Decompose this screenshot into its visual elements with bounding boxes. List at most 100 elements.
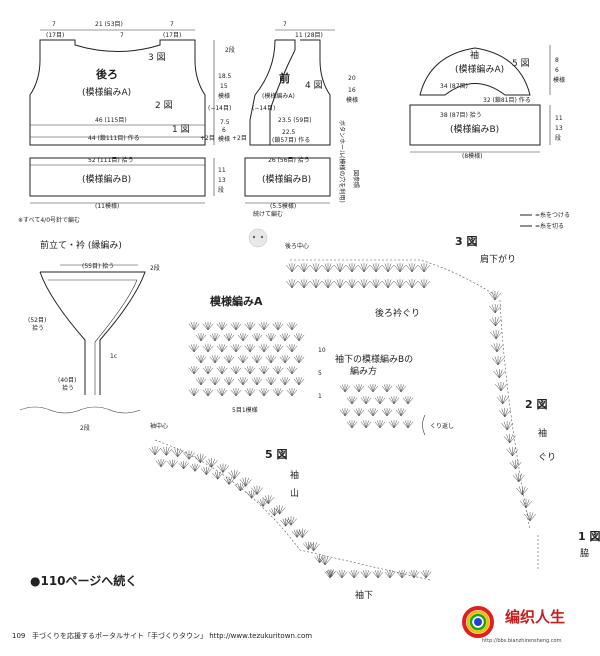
pattern-b-fan-icon — [346, 420, 358, 429]
placket-bottom-sub: 拾う — [62, 384, 74, 392]
sleeve-top: 34 (87目) — [440, 83, 468, 90]
front-pattern-a: (模様編みA) — [262, 92, 295, 100]
pattern-a-fan-icon — [237, 333, 249, 342]
pattern-b-chart: 袖下の模様編みBの 編み方 くり返し — [335, 353, 454, 436]
fig3-fan-icon — [310, 263, 322, 273]
pattern-b-fan-icon — [374, 420, 386, 429]
back-neck-width: 21 (53目) — [95, 21, 123, 28]
fig2-fan-icon — [501, 421, 514, 431]
pattern-a-fan-icon — [265, 333, 277, 342]
pattern-a-fan-icon — [216, 366, 228, 375]
fig2-fan-icon — [520, 499, 532, 509]
fig5-stitches — [149, 446, 432, 579]
pattern-b-fan-icon — [395, 384, 407, 393]
pattern-a-fan-icon — [216, 322, 228, 331]
pattern-a-fan-icon — [293, 377, 305, 386]
fig3-fan-icon — [418, 279, 430, 289]
fig3-stitches — [286, 263, 430, 289]
fig2-armhole2: ぐり — [538, 452, 556, 463]
pattern-a-fan-icon — [216, 344, 228, 353]
fig5-fan-icon — [396, 570, 408, 579]
continue-note: ●110ページへ続く — [30, 573, 137, 588]
fig2-fan-icon — [489, 304, 502, 314]
pattern-b-fan-icon — [402, 420, 414, 429]
fig5-fan-icon — [291, 529, 303, 538]
pattern-b-fan-icon — [374, 396, 386, 405]
placket-rows: 2段 — [80, 424, 90, 432]
back-minus14: (−14目) — [208, 105, 231, 112]
back-piece: 7 (17目) 21 (53目) 7 7 (17目) 3 図 後ろ (模様編みA… — [29, 21, 235, 210]
fig2-fan-icon — [498, 408, 511, 418]
fig5-fan-icon — [296, 528, 309, 538]
pattern-b-fan-icon — [381, 384, 393, 393]
fig5-fan-icon — [171, 447, 184, 458]
placket-diagram: 前立て・衿 (縁編み) (55目) 拾う 2段 (52目) 拾う (40目) 拾… — [19, 239, 160, 432]
front-fig-ref: 図参照 — [352, 170, 360, 188]
pattern-a-fan-icon — [279, 355, 291, 364]
sleeve-step5: 5 図 — [512, 58, 530, 69]
pattern-b-title: 袖下の模様編みBの — [335, 353, 413, 365]
back-step3-label: 3 図 — [148, 52, 166, 63]
needle-note: ※すべて4/0号針で編む — [18, 216, 80, 224]
fig5-fan-icon — [246, 490, 258, 499]
back-top-left-sub: (17目) — [46, 32, 64, 39]
fig2-fan-icon — [489, 317, 502, 327]
pattern-a-fan-icon — [279, 333, 291, 342]
fig3-fan-icon — [406, 263, 418, 273]
pattern-a-repeat: 5目1模様 — [232, 406, 258, 414]
pattern-a-fan-icon — [188, 322, 200, 331]
sleeve-title: 袖 — [470, 49, 479, 61]
front-minus14: (−14目) — [252, 105, 275, 112]
watermark-title: 编织人生 — [505, 608, 565, 626]
pattern-a-fan-icon — [188, 366, 200, 375]
fig5-fan-icon — [149, 446, 161, 456]
fig5-fan-icon — [307, 541, 320, 551]
fig5-fan-icon — [262, 494, 275, 505]
sleeve-pattern-a: (模様編みA) — [455, 63, 504, 75]
pattern-a-fan-icon — [195, 333, 207, 342]
fig5-fan-icon — [223, 476, 235, 485]
pattern-a-fan-icon — [244, 388, 256, 397]
pattern-a-fan-icon — [258, 388, 270, 397]
back-hem-pickup: 52 (111目) 拾う — [88, 156, 134, 164]
fig5-fan-icon — [348, 570, 360, 579]
fig5-fan-icon — [200, 466, 212, 475]
placket-band: 1c — [110, 353, 117, 360]
fig5-underarm: 袖下 — [355, 589, 373, 601]
fig3-fan-icon — [322, 263, 334, 273]
placket-title: 前立て・衿 (縁編み) — [40, 239, 122, 251]
figure-3: 3 図 後ろ中心 肩下がり 後ろ衿ぐり — [285, 234, 516, 319]
back-top-right: 7 — [170, 21, 174, 28]
fig5-fan-icon — [178, 460, 190, 470]
back-pattern-b: (模様編みB) — [82, 173, 131, 185]
placket-left: (52目) — [28, 317, 46, 324]
fig2-fan-icon — [516, 486, 529, 496]
back-h6: 模様 — [218, 135, 230, 143]
front-h-mod: 模様 — [346, 96, 358, 104]
cat-logo-icon — [248, 228, 268, 248]
pattern-a-fan-icon — [244, 344, 256, 353]
front-top-sub: 11 (28目) — [295, 32, 323, 39]
fig5-fan-icon — [324, 570, 336, 579]
sleeve-h3: 模様 — [553, 76, 565, 84]
pattern-a-fan-icon — [286, 344, 298, 353]
fig2-fan-icon — [494, 382, 507, 392]
fig3-title: 3 図 — [455, 234, 477, 248]
pattern-b-fan-icon — [339, 384, 351, 393]
pattern-b-stitches — [339, 384, 414, 429]
pattern-a-fan-icon — [230, 322, 242, 331]
back-pattern-a: (模様編みA) — [82, 86, 131, 98]
fig2-fan-icon — [503, 434, 516, 444]
fig2-fan-icon — [490, 330, 503, 340]
placket-top: (55目) 拾う — [82, 262, 114, 270]
watermark-url: http://bbs.bianzhirensheng.com — [482, 638, 562, 644]
sleeve-h2: 6 — [555, 67, 559, 74]
front-top-width: 7 — [283, 21, 287, 28]
fig5-fan-icon — [372, 570, 384, 579]
front-pattern-b: (模様編みB) — [262, 173, 311, 185]
fig3-back-center: 後ろ中心 — [285, 242, 309, 250]
fig1-side: 脇 — [580, 548, 589, 559]
front-step4-label: 4 図 — [305, 80, 323, 91]
front-title: 前 — [279, 71, 290, 85]
pattern-a-fan-icon — [258, 344, 270, 353]
